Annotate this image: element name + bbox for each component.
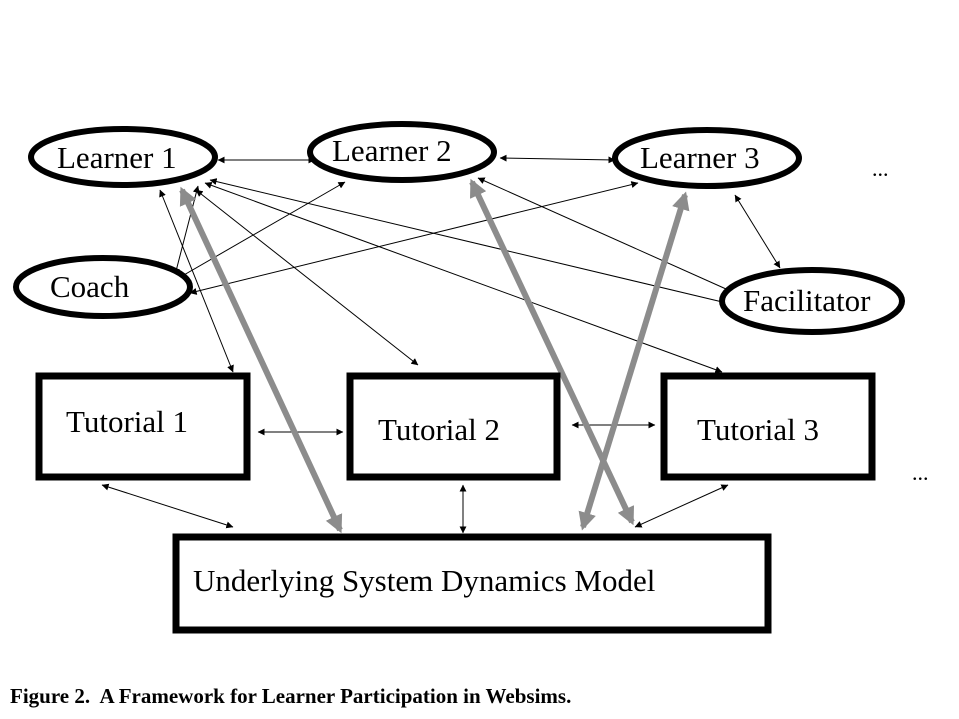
- tutorial-2-label: Tutorial 2: [378, 412, 500, 447]
- more-learners-ellipsis: ...: [872, 156, 889, 181]
- arrow-tutorial1-model: [101, 483, 234, 529]
- system-model-label: Underlying System Dynamics Model: [193, 563, 655, 598]
- participants: Learner 1 Learner 2 Learner 3 Coach Faci…: [13, 121, 905, 335]
- learner-2-label: Learner 2: [332, 133, 452, 168]
- node-learner-2: Learner 2: [307, 121, 497, 183]
- arrow-learner2-coach: [169, 181, 346, 284]
- thick-arrow-learner3-model: [578, 191, 690, 531]
- learner-1-label: Learner 1: [57, 140, 177, 175]
- node-learner-1: Learner 1: [28, 126, 218, 188]
- arrow-learner1-tutorial3: [204, 181, 723, 374]
- learner-3-label: Learner 3: [640, 140, 760, 175]
- model-links: [179, 178, 690, 534]
- node-system-model: Underlying System Dynamics Model: [172, 533, 772, 634]
- figure-caption: Figure 2. A Framework for Learner Partic…: [10, 684, 572, 708]
- arrow-learner2-learner3: [499, 154, 616, 164]
- node-tutorial-1: Tutorial 1: [35, 372, 251, 481]
- node-tutorial-2: Tutorial 2: [346, 372, 561, 481]
- boxes: Tutorial 1 Tutorial 2 Tutorial 3 Underly…: [35, 372, 876, 634]
- arrow-learner1-tutorial2: [195, 189, 419, 366]
- tutorial-1-label: Tutorial 1: [66, 404, 188, 439]
- thick-arrow-learner1-model: [179, 186, 343, 534]
- tutorial-3-label: Tutorial 3: [697, 412, 819, 447]
- node-facilitator: Facilitator: [719, 267, 905, 335]
- arrow-tutorial3-model: [634, 484, 729, 528]
- node-learner-3: Learner 3: [612, 127, 802, 189]
- coach-label: Coach: [50, 269, 130, 304]
- node-coach: Coach: [13, 255, 193, 319]
- node-tutorial-3: Tutorial 3: [660, 372, 876, 481]
- more-tutorials-ellipsis: ...: [912, 460, 929, 485]
- arrow-learner3-facilitator: [734, 194, 781, 269]
- facilitator-label: Facilitator: [743, 283, 871, 318]
